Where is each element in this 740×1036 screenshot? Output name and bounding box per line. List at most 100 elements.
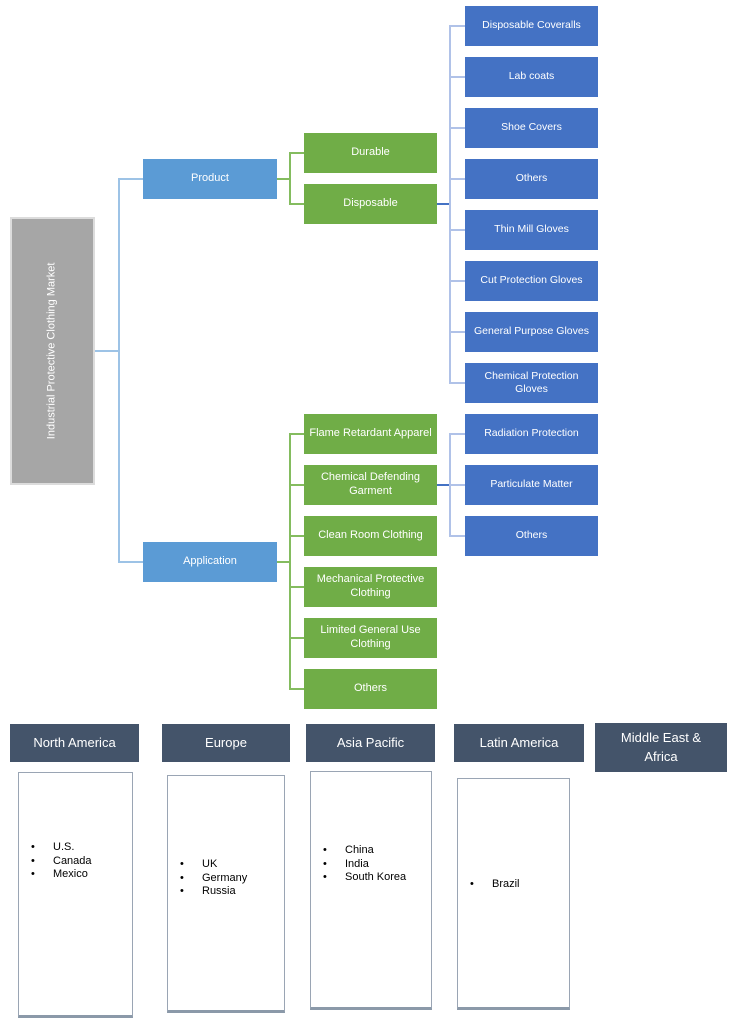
leaf-label: Particulate Matter xyxy=(490,478,573,491)
segment-node-application: Application xyxy=(143,542,277,582)
sub-label-durable: Durable xyxy=(351,146,390,159)
sub-node-mechanical-protective-clothing: Mechanical Protective Clothing xyxy=(304,567,437,607)
sub-label-disposable: Disposable xyxy=(343,197,398,210)
leaf-label: Cut Protection Gloves xyxy=(480,274,583,287)
leaf-node-particulate-matter: Particulate Matter xyxy=(465,465,598,505)
connector-application-vertical xyxy=(289,433,291,690)
region-label: Latin America xyxy=(479,734,559,750)
connector-app-stub xyxy=(289,535,304,537)
country-item: Germany xyxy=(180,872,284,886)
leaf-node-general-purpose-gloves: General Purpose Gloves xyxy=(465,312,598,352)
country-box-europe: UK Germany Russia xyxy=(167,775,285,1013)
region-header-asia-pacific: Asia Pacific xyxy=(306,724,435,762)
country-list-north-america: U.S. Canada Mexico xyxy=(19,773,132,882)
sub-node-durable: Durable xyxy=(304,133,437,173)
connector-leaf-stub xyxy=(449,484,465,486)
connector-to-disposable xyxy=(289,203,304,205)
leaf-label: Disposable Coveralls xyxy=(482,19,581,32)
region-label: Asia Pacific xyxy=(336,734,405,750)
connector-leaf-stub xyxy=(449,535,465,537)
connector-disposable-trunk xyxy=(437,203,451,205)
sub-label: Limited General Use Clothing xyxy=(320,624,421,650)
connector-root-trunk xyxy=(95,350,119,352)
leaf-label: Thin Mill Gloves xyxy=(494,223,569,236)
region-header-latin-america: Latin America xyxy=(454,724,584,762)
country-list-europe: UK Germany Russia xyxy=(168,776,284,899)
connector-leaf-stub xyxy=(449,433,465,435)
leaf-label: Chemical Protection Gloves xyxy=(484,369,579,395)
sub-label: Others xyxy=(353,682,387,695)
segment-label-application: Application xyxy=(183,555,237,568)
root-node-label: Industrial Protective Clothing Market xyxy=(45,262,58,440)
leaf-node-cut-protection-gloves: Cut Protection Gloves xyxy=(465,261,598,301)
sub-node-limited-general-use-clothing: Limited General Use Clothing xyxy=(304,618,437,658)
country-item: U.S. xyxy=(31,841,132,855)
country-item: India xyxy=(323,858,431,872)
leaf-node-disposable-coveralls: Disposable Coveralls xyxy=(465,6,598,46)
connector-app-stub xyxy=(289,484,304,486)
region-label: North America xyxy=(33,734,116,750)
country-item: Mexico xyxy=(31,868,132,882)
connector-leaf-stub xyxy=(449,25,465,27)
leaf-node-chemical-protection-gloves: Chemical Protection Gloves xyxy=(465,363,598,403)
segment-node-product: Product xyxy=(143,159,277,199)
root-node-industrial-protective-clothing-market: Industrial Protective Clothing Market xyxy=(10,217,95,485)
leaf-node-radiation-protection: Radiation Protection xyxy=(465,414,598,454)
region-label: Middle East & Africa xyxy=(620,729,702,764)
sub-label: Clean Room Clothing xyxy=(318,529,423,542)
leaf-label: Others xyxy=(515,529,548,542)
sub-node-flame-retardant-apparel: Flame Retardant Apparel xyxy=(304,414,437,454)
sub-node-disposable: Disposable xyxy=(304,184,437,224)
sub-label: Chemical Defending Garment xyxy=(320,471,421,497)
leaf-node-shoe-covers: Shoe Covers xyxy=(465,108,598,148)
connector-app-stub xyxy=(289,586,304,588)
connector-disposable-vertical xyxy=(449,25,451,384)
region-header-europe: Europe xyxy=(162,724,290,762)
leaf-label: Others xyxy=(515,172,548,185)
leaf-node-lab-coats: Lab coats xyxy=(465,57,598,97)
leaf-node-thin-mill-gloves: Thin Mill Gloves xyxy=(465,210,598,250)
leaf-label: Lab coats xyxy=(508,70,555,83)
country-item: Brazil xyxy=(470,878,569,892)
sub-label: Flame Retardant Apparel xyxy=(309,427,432,440)
region-header-middle-east-africa: Middle East & Africa xyxy=(595,723,727,772)
leaf-node-others-chemical-defending: Others xyxy=(465,516,598,556)
country-list-asia-pacific: China India South Korea xyxy=(311,772,431,885)
connector-leaf-stub xyxy=(449,280,465,282)
connector-to-product xyxy=(119,178,143,180)
connector-leaf-stub xyxy=(449,382,465,384)
connector-chemical-defending-trunk xyxy=(437,484,451,486)
connector-root-vertical xyxy=(118,178,120,563)
connector-leaf-stub xyxy=(449,127,465,129)
sub-label: Mechanical Protective Clothing xyxy=(316,573,425,599)
connector-leaf-stub xyxy=(449,331,465,333)
leaf-node-others-product: Others xyxy=(465,159,598,199)
connector-leaf-stub xyxy=(449,229,465,231)
country-item: Russia xyxy=(180,885,284,899)
connector-app-stub xyxy=(289,433,304,435)
connector-leaf-stub xyxy=(449,76,465,78)
country-item: UK xyxy=(180,858,284,872)
country-box-latin-america: Brazil xyxy=(457,778,570,1010)
leaf-label: Radiation Protection xyxy=(484,427,579,440)
country-list-latin-america: Brazil xyxy=(458,779,569,892)
region-label: Europe xyxy=(205,734,247,750)
country-item: China xyxy=(323,844,431,858)
region-header-north-america: North America xyxy=(10,724,139,762)
leaf-label: General Purpose Gloves xyxy=(474,325,589,338)
sub-node-others-application: Others xyxy=(304,669,437,709)
connector-app-stub xyxy=(289,637,304,639)
connector-app-stub xyxy=(289,688,304,690)
connector-application-trunk xyxy=(277,561,290,563)
country-box-asia-pacific: China India South Korea xyxy=(310,771,432,1010)
sub-node-chemical-defending-garment: Chemical Defending Garment xyxy=(304,465,437,505)
connector-product-vertical xyxy=(289,152,291,205)
country-item: South Korea xyxy=(323,871,431,885)
connector-leaf-stub xyxy=(449,178,465,180)
sub-node-clean-room-clothing: Clean Room Clothing xyxy=(304,516,437,556)
connector-to-durable xyxy=(289,152,304,154)
country-item: Canada xyxy=(31,855,132,869)
connector-product-trunk xyxy=(277,178,290,180)
connector-to-application xyxy=(119,561,143,563)
